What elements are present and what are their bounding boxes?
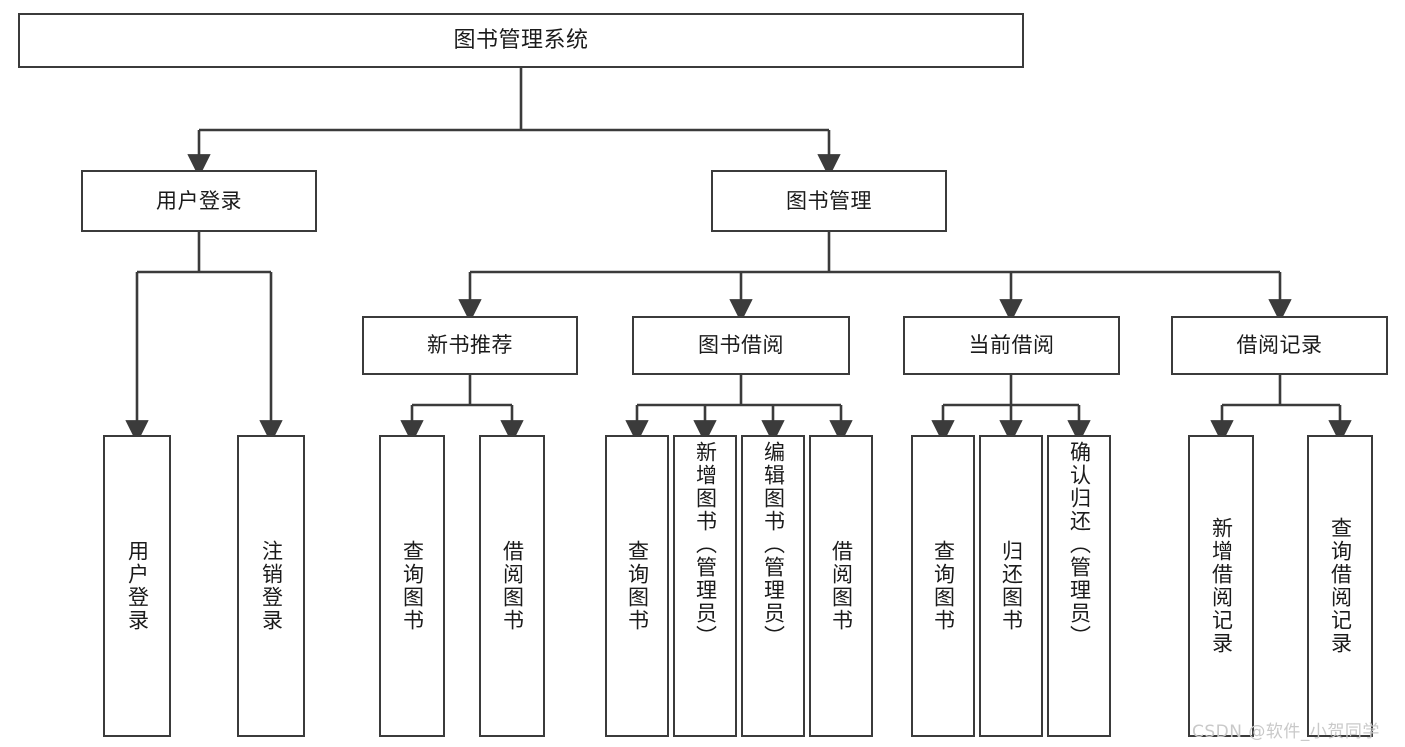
- node-leaf-confirm-return[interactable]: 确认归还（管理员）: [1047, 435, 1111, 737]
- node-user-login[interactable]: 用户登录: [81, 170, 317, 232]
- node-leaf-user-login[interactable]: 用户登录: [103, 435, 171, 737]
- node-leaf-borrow-book-2-label: 借阅图书: [829, 540, 854, 632]
- node-leaf-borrow-book-1[interactable]: 借阅图书: [479, 435, 545, 737]
- node-new-book-recommend-label: 新书推荐: [427, 333, 513, 358]
- node-leaf-query-book-3[interactable]: 查询图书: [911, 435, 975, 737]
- node-leaf-query-book-2-label: 查询图书: [625, 540, 650, 632]
- node-leaf-query-record-label: 查询借阅记录: [1328, 517, 1353, 655]
- node-leaf-add-record-label: 新增借阅记录: [1209, 517, 1234, 655]
- node-borrow-records-label: 借阅记录: [1236, 333, 1323, 358]
- node-leaf-add-book-label: 新增图书（管理员）: [693, 441, 718, 648]
- node-leaf-query-book-2[interactable]: 查询图书: [605, 435, 669, 737]
- node-current-borrow-label: 当前借阅: [968, 333, 1055, 358]
- node-book-borrow[interactable]: 图书借阅: [632, 316, 850, 375]
- node-leaf-query-book-1[interactable]: 查询图书: [379, 435, 445, 737]
- node-leaf-add-record[interactable]: 新增借阅记录: [1188, 435, 1254, 737]
- node-leaf-edit-book-label: 编辑图书（管理员）: [761, 441, 786, 648]
- node-root[interactable]: 图书管理系统: [18, 13, 1024, 68]
- node-book-borrow-label: 图书借阅: [698, 333, 784, 358]
- node-leaf-borrow-book-1-label: 借阅图书: [500, 540, 525, 632]
- node-book-management-label: 图书管理: [786, 188, 872, 213]
- node-leaf-logout-label: 注销登录: [259, 540, 284, 632]
- node-leaf-query-book-1-label: 查询图书: [400, 540, 425, 632]
- node-leaf-query-book-3-label: 查询图书: [931, 540, 956, 632]
- node-leaf-confirm-return-label: 确认归还（管理员）: [1067, 441, 1092, 648]
- node-current-borrow[interactable]: 当前借阅: [903, 316, 1120, 375]
- csdn-watermark: CSDN @软件_小贺同学: [1192, 722, 1380, 742]
- node-root-label: 图书管理系统: [453, 27, 589, 53]
- node-leaf-return-book[interactable]: 归还图书: [979, 435, 1043, 737]
- node-user-login-label: 用户登录: [156, 188, 242, 213]
- node-leaf-query-record[interactable]: 查询借阅记录: [1307, 435, 1373, 737]
- node-new-book-recommend[interactable]: 新书推荐: [362, 316, 578, 375]
- node-leaf-logout[interactable]: 注销登录: [237, 435, 305, 737]
- node-borrow-records[interactable]: 借阅记录: [1171, 316, 1388, 375]
- node-leaf-add-book[interactable]: 新增图书（管理员）: [673, 435, 737, 737]
- node-book-management[interactable]: 图书管理: [711, 170, 947, 232]
- node-leaf-user-login-label: 用户登录: [125, 540, 150, 632]
- node-leaf-return-book-label: 归还图书: [999, 540, 1024, 632]
- node-leaf-borrow-book-2[interactable]: 借阅图书: [809, 435, 873, 737]
- node-leaf-edit-book[interactable]: 编辑图书（管理员）: [741, 435, 805, 737]
